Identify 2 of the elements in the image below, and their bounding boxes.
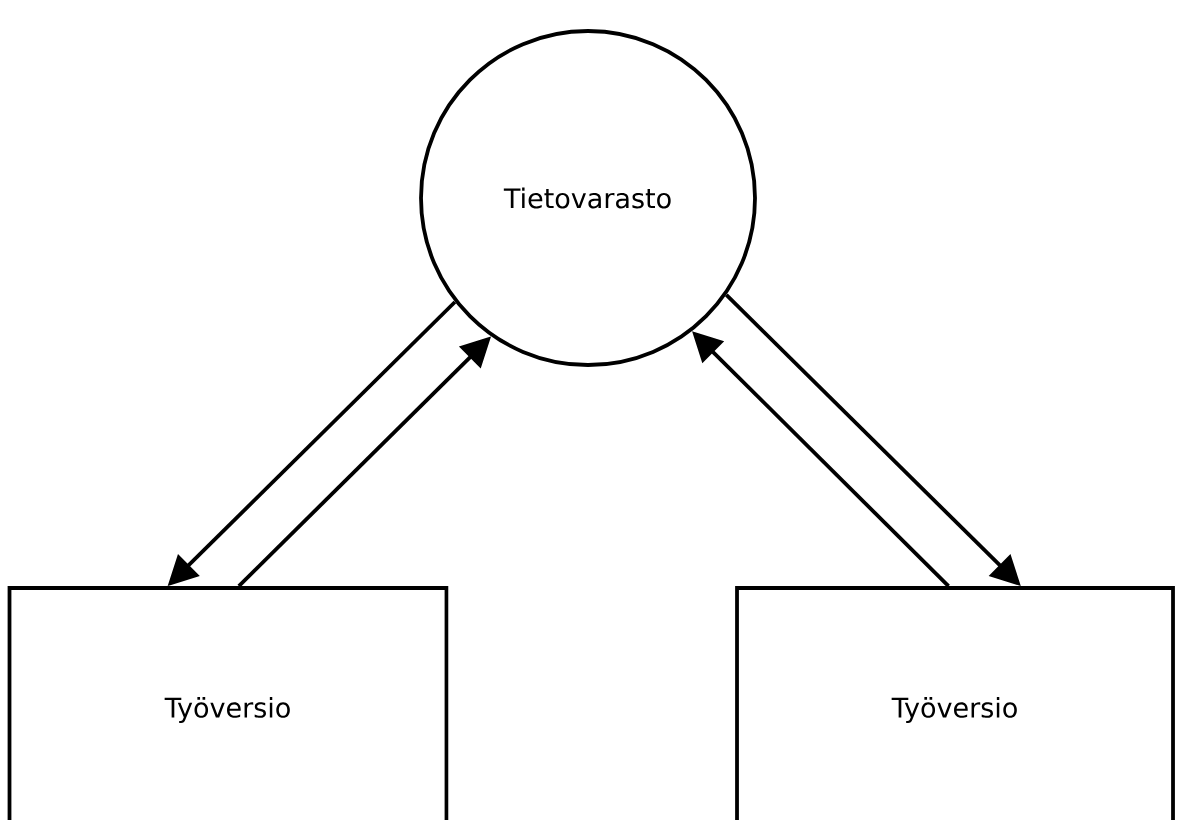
version-box: Työversio [7,586,449,820]
version-box: Työversio [735,586,1175,820]
